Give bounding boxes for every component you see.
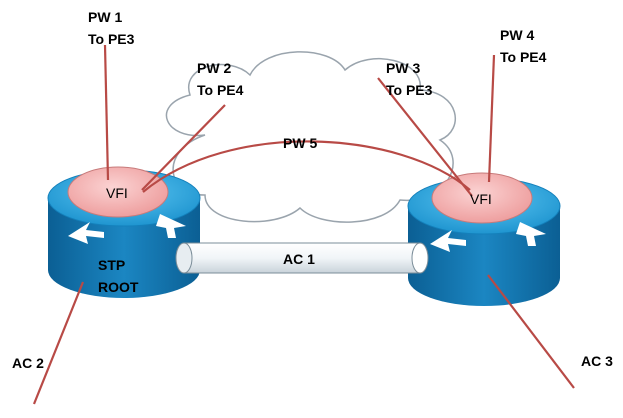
ac2-label: AC 2 (12, 355, 44, 371)
pw1-label: PW 1 (88, 9, 122, 25)
pw4-destination: To PE4 (500, 49, 547, 65)
vfi-right-label: VFI (470, 191, 492, 207)
ac1-label: AC 1 (283, 251, 315, 267)
pw4-line (487, 54, 496, 183)
pw1-destination: To PE3 (88, 31, 135, 47)
ac3-label: AC 3 (581, 353, 613, 369)
pw5-line (142, 140, 471, 193)
stp-label: STP (98, 257, 125, 273)
ac3-line (487, 274, 575, 389)
root-label: ROOT (98, 279, 139, 295)
pw3-label: PW 3 (386, 60, 420, 76)
vfi-left-label: VFI (106, 185, 128, 201)
pw2-line (141, 104, 226, 191)
pw2-label: PW 2 (197, 60, 231, 76)
pw3-destination: To PE3 (386, 82, 433, 98)
pw2-destination: To PE4 (197, 82, 244, 98)
pw3-line (377, 77, 473, 197)
pw5-label: PW 5 (283, 135, 317, 151)
provider-cloud (165, 51, 456, 223)
ac1-link-tube (175, 242, 429, 274)
pw4-label: PW 4 (500, 27, 534, 43)
ac2-line (32, 281, 85, 405)
vfi-right (431, 172, 533, 224)
vfi-left (67, 166, 169, 218)
wires (32, 44, 575, 405)
pw1-line (103, 44, 110, 181)
